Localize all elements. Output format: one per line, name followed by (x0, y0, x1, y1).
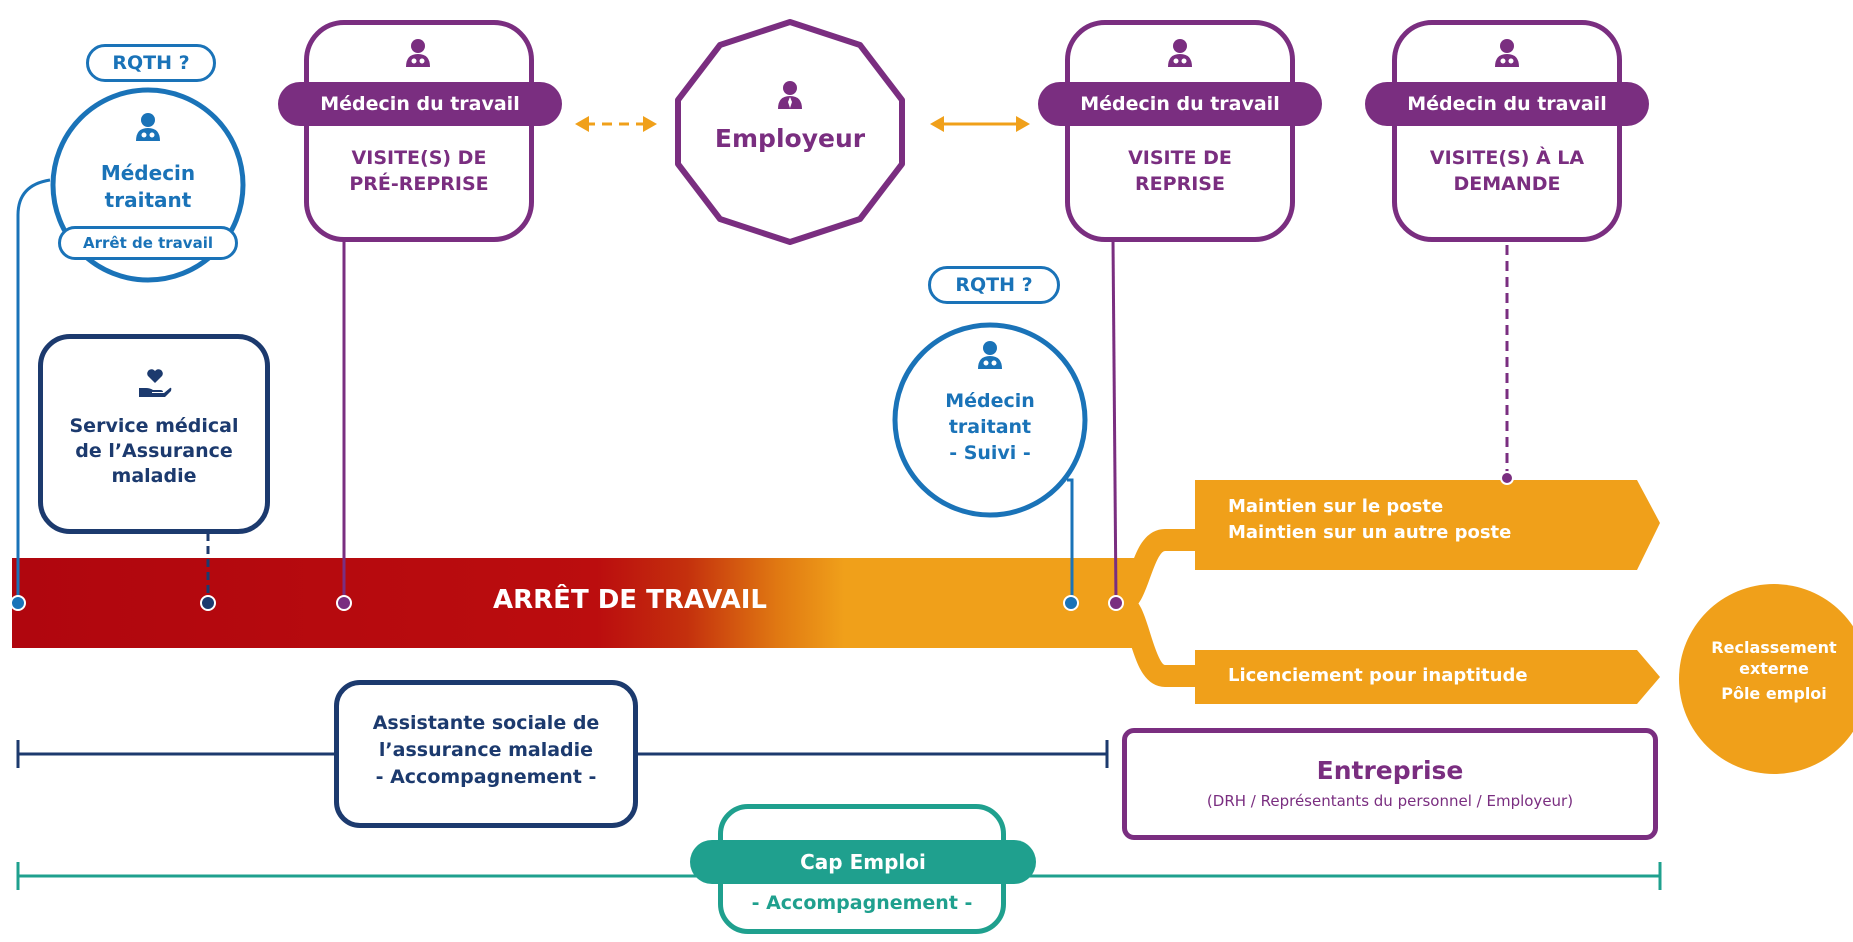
arrow-head (575, 116, 589, 132)
occ-demand-text: VISITE(S) À LA DEMANDE (1392, 146, 1622, 197)
doctor-icon (1167, 38, 1193, 72)
health-service-line3: maladie (111, 465, 197, 488)
timeline-dot (336, 595, 352, 611)
external-line1: Reclassement (1711, 638, 1837, 657)
doctor-icon (405, 38, 431, 72)
timeline-dot (1500, 471, 1514, 485)
gp-mid-text: Médecin traitant - Suivi - (900, 388, 1080, 467)
sick-leave-bar (12, 558, 1137, 648)
gp-top-title-line2: traitant (104, 188, 192, 212)
timeline-dot (200, 595, 216, 611)
occ-demand-line1: VISITE(S) À LA (1429, 147, 1585, 169)
timeline-dot (1108, 595, 1124, 611)
occ-return-line2: REPRISE (1135, 172, 1225, 195)
gp-mid-circle (892, 322, 1088, 518)
doctor-icon (135, 112, 161, 146)
occ-pre-line2: PRÉ-REPRISE (349, 172, 489, 195)
arrow-head (643, 116, 657, 132)
health-service-text: Service médical de l’Assurance maladie (40, 414, 268, 489)
arrow-head (1016, 116, 1030, 132)
gp-top-title: Médecin traitant (58, 160, 238, 214)
doctor-icon (977, 340, 1003, 374)
outcome-keep-line2: Maintien sur un autre poste (1228, 522, 1512, 544)
outcome-dismissal-text: Licenciement pour inaptitude (1228, 665, 1528, 686)
external-circle (1679, 584, 1853, 774)
occ-pre-line1: VISITE(S) DE (351, 147, 487, 169)
outcome-keep-line1: Maintien sur le poste (1228, 496, 1444, 517)
gp-mid-connector (1067, 478, 1074, 603)
cap-emploi-subtitle: - Accompagnement - (751, 892, 973, 914)
occ-return-header: Médecin du travail (1038, 82, 1322, 126)
occ-return-line1: VISITE DE (1128, 147, 1232, 169)
return-connector (1111, 239, 1118, 604)
gp-connector (16, 178, 51, 603)
company-card (1122, 728, 1658, 840)
occ-pre-header: Médecin du travail (278, 82, 562, 126)
gp-mid-line2: traitant (948, 416, 1032, 439)
external-text: Reclassement externe Pôle emploi (1684, 638, 1853, 704)
external-line3: Pôle emploi (1721, 683, 1827, 703)
hand-heart-icon (138, 368, 172, 402)
rqth-badge: RQTH ? (86, 44, 216, 82)
branch-connector (1116, 529, 1200, 614)
health-service-line2: de l’Assurance (75, 440, 233, 463)
employer-icon (777, 80, 803, 114)
outcome-arrow-keep (1195, 480, 1660, 570)
social-worker-text: Assistante sociale de l’assurance maladi… (336, 710, 636, 791)
occ-pre-text: VISITE(S) DE PRÉ-REPRISE (304, 146, 534, 197)
social-worker-line1: Assistante sociale de (372, 712, 600, 734)
branch-connector (1116, 592, 1200, 687)
social-worker-line2: l’assurance maladie (378, 738, 594, 761)
health-service-card (38, 334, 270, 534)
outcome-keep-text: Maintien sur le poste Maintien sur un au… (1228, 494, 1628, 546)
occ-demand-line2: DEMANDE (1453, 172, 1561, 195)
sick-leave-tag: Arrêt de travail (58, 226, 238, 260)
doctor-icon (1494, 38, 1520, 72)
employer-label: Employeur (714, 124, 866, 153)
timeline-dot (10, 595, 26, 611)
gp-mid-line3: - Suivi - (949, 442, 1031, 465)
employer-octagon (675, 19, 905, 245)
social-worker-line3: - Accompagnement - (375, 765, 597, 788)
gp-top-title-line1: Médecin (100, 161, 196, 185)
gp-mid-line1: Médecin (945, 390, 1035, 412)
company-subtitle: (DRH / Représentants du personnel / Empl… (1206, 792, 1574, 810)
occ-demand-header: Médecin du travail (1365, 82, 1649, 126)
external-line2: externe (1739, 658, 1809, 678)
occ-return-text: VISITE DE REPRISE (1065, 146, 1295, 197)
timeline-dot (1063, 595, 1079, 611)
company-title: Entreprise (1316, 756, 1464, 785)
sick-leave-label: ARRÊT DE TRAVAIL (493, 585, 767, 615)
rqth-badge: RQTH ? (928, 266, 1060, 304)
outcome-arrow-dismissal (1195, 650, 1660, 704)
social-worker-card (334, 680, 638, 828)
cap-emploi-header: Cap Emploi (690, 840, 1036, 884)
health-service-line1: Service médical (69, 415, 239, 437)
arrow-head (930, 116, 944, 132)
